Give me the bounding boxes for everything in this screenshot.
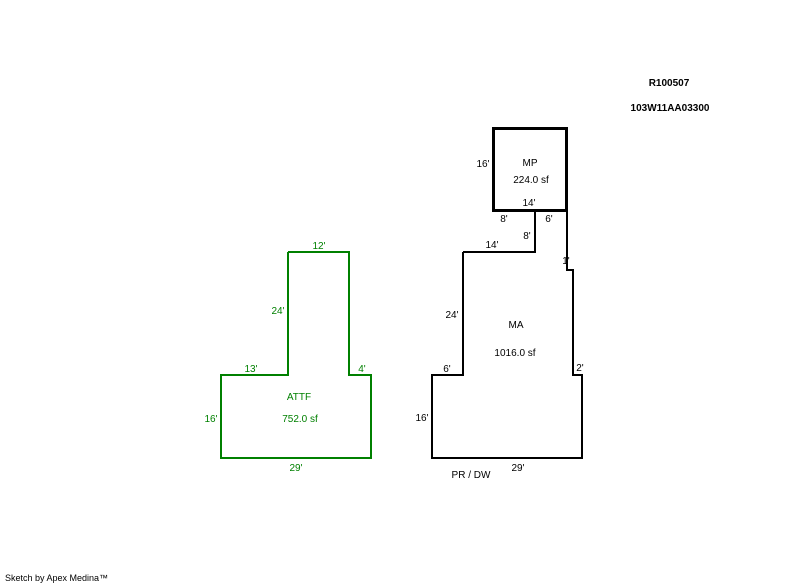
porch-dim-bottom: 14'	[522, 198, 535, 209]
garage-dim-top: 12'	[312, 241, 325, 252]
house-dim-bottom: 29'	[511, 463, 524, 474]
house-dim-left-lower: 16'	[415, 413, 428, 424]
house-area: 1016.0 sf	[494, 348, 535, 359]
house-dim-notch-right: 6'	[545, 214, 553, 225]
house-dim-right-small: 1'	[562, 256, 570, 267]
house-dim-notch-left: 8'	[500, 214, 508, 225]
garage-dim-step-left: 13'	[244, 364, 257, 375]
map-tax-lot: 103W11AA03300	[631, 103, 710, 114]
garage-dim-step-right: 4'	[358, 364, 366, 375]
house-bottom-note: PR / DW	[452, 470, 491, 481]
footer-credit: Sketch by Apex Medina™	[5, 573, 109, 583]
porch-code: MP	[523, 158, 538, 169]
garage-outline	[220, 251, 372, 459]
house-dim-step-left: 6'	[443, 364, 451, 375]
garage-dim-left-lower: 16'	[204, 414, 217, 425]
garage-dim-left-upper: 24'	[271, 306, 284, 317]
house-dim-right-step: 2'	[576, 363, 584, 374]
house-code: MA	[509, 320, 524, 331]
parcel-id: R100507	[649, 78, 690, 89]
house-dim-top-left-step: 14'	[485, 240, 498, 251]
house-outline	[431, 209, 583, 459]
porch-dim-left: 16'	[476, 159, 489, 170]
garage-code: ATTF	[287, 392, 311, 403]
porch-outline	[492, 127, 568, 212]
house-dim-left-upper: 24'	[445, 310, 458, 321]
porch-area: 224.0 sf	[513, 175, 549, 186]
garage-area: 752.0 sf	[282, 414, 318, 425]
garage-dim-bottom: 29'	[289, 463, 302, 474]
house-dim-notch-vertical: 8'	[523, 231, 531, 242]
